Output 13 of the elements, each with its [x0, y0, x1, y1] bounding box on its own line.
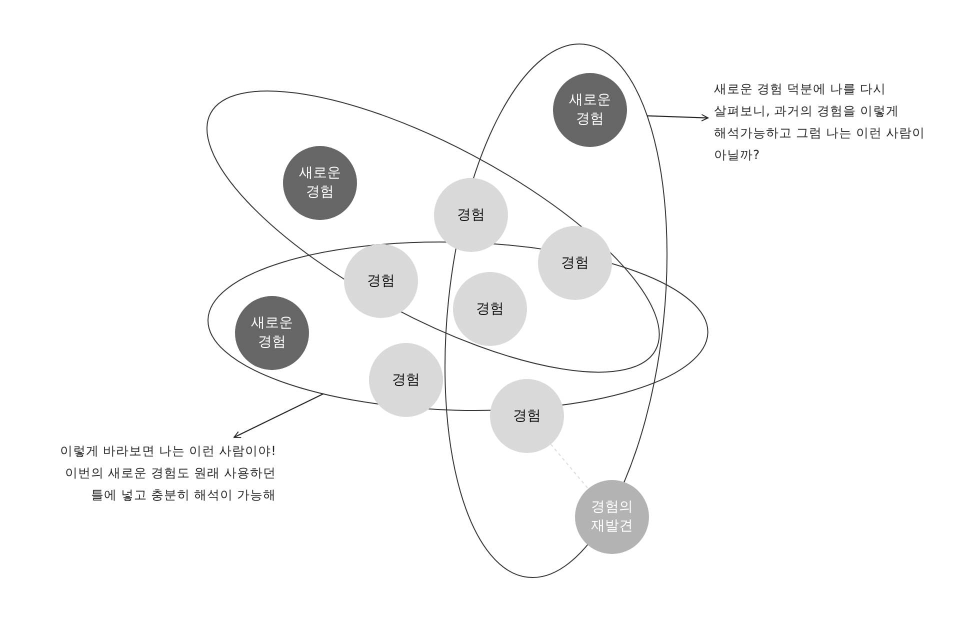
annotation-text: 새로운 경험 덕분에 나를 다시 살펴보니, 과거의 경험을 이렇게 해석가능하고 그럼 나는 이런 사람이 아닐까?	[714, 78, 936, 166]
experience-circle: 경험	[538, 226, 612, 300]
arrow	[234, 393, 324, 438]
annotation-text: 이렇게 바라보면 나는 이런 사람이야! 이번의 새로운 경험도 원래 사용하던 틀에 넣고 충분히 해석이 가능해	[46, 440, 276, 506]
experience-circle: 경험	[344, 244, 418, 318]
experience-circle: 새로운 경험	[552, 72, 627, 147]
experience-circle: 경험	[369, 343, 443, 417]
dashed-line	[550, 444, 589, 490]
experience-circle: 새로운 경험	[282, 146, 357, 220]
experience-circle: 새로운 경험	[234, 296, 309, 370]
experience-circle: 경험의 재발견	[575, 480, 649, 554]
experience-circle: 경험	[453, 272, 527, 346]
arrow	[647, 114, 708, 122]
